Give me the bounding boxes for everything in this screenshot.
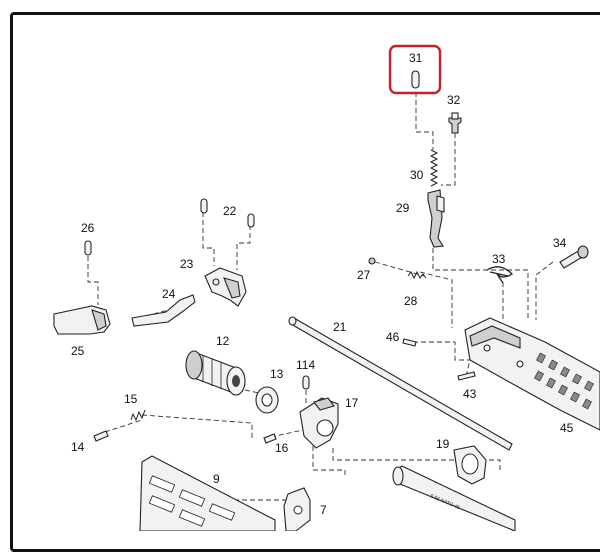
- part-29-lever[interactable]: [427, 189, 445, 248]
- label-22: 22: [223, 204, 237, 218]
- part-34-pin[interactable]: [559, 245, 589, 269]
- part-43-pin[interactable]: [457, 371, 476, 381]
- label-17: 17: [345, 396, 359, 410]
- label-32: 32: [447, 93, 461, 107]
- part-31-highlight-box: [388, 44, 442, 95]
- exploded-parts-diagram: 5.56 NATO 45 31 32 30 29 34 33 26 22 23 …: [53, 44, 600, 531]
- part-13-nut[interactable]: [255, 386, 279, 414]
- part-23-housing[interactable]: [204, 267, 247, 307]
- part-14-pin[interactable]: [93, 430, 109, 442]
- part-28-spring[interactable]: [407, 270, 427, 280]
- label-26: 26: [81, 221, 95, 235]
- label-43: 43: [463, 387, 477, 401]
- label-25: 25: [71, 344, 85, 358]
- label-28: 28: [404, 294, 418, 308]
- part-32-plunger[interactable]: [448, 112, 462, 134]
- label-21: 21: [333, 320, 347, 334]
- label-46: 46: [386, 330, 400, 344]
- part-25-grip[interactable]: [53, 305, 111, 335]
- part-22-pins[interactable]: [200, 198, 255, 228]
- label-15: 15: [124, 392, 138, 406]
- part-46-pin[interactable]: [402, 338, 417, 347]
- label-16: 16: [275, 441, 289, 455]
- part-labels: 31 32 30 29 34 33 26 22 23 27 28 24 21 4…: [71, 51, 574, 517]
- part-7-latch[interactable]: [283, 487, 311, 531]
- label-13: 13: [270, 367, 284, 381]
- label-27: 27: [357, 268, 371, 282]
- label-33: 33: [492, 252, 506, 266]
- label-9: 9: [213, 472, 220, 486]
- label-45: 45: [560, 421, 574, 435]
- label-29: 29: [396, 201, 410, 215]
- part-26-pin[interactable]: [84, 240, 92, 256]
- part-16-pin[interactable]: [263, 433, 277, 444]
- part-114-pin[interactable]: [302, 375, 310, 390]
- label-30: 30: [410, 168, 424, 182]
- part-27-pin[interactable]: [368, 257, 376, 265]
- label-7: 7: [320, 503, 327, 517]
- part-21-rod[interactable]: [288, 316, 513, 451]
- part-24-lever[interactable]: [131, 294, 196, 327]
- part-33-clip[interactable]: [486, 266, 514, 284]
- label-31: 31: [409, 51, 423, 65]
- label-19: 19: [436, 437, 450, 451]
- barrel[interactable]: 5.56 NATO 45: [392, 465, 516, 531]
- label-114: 114: [296, 358, 315, 372]
- label-23: 23: [180, 257, 194, 271]
- part-30-spring[interactable]: [429, 149, 439, 187]
- label-12: 12: [216, 334, 230, 348]
- part-15-spring[interactable]: [130, 409, 146, 422]
- part-9-plate[interactable]: [139, 455, 276, 531]
- label-34: 34: [553, 236, 567, 250]
- label-14: 14: [71, 440, 85, 454]
- label-24: 24: [162, 287, 176, 301]
- part-12-flash-hider[interactable]: [185, 350, 246, 396]
- part-19-nut[interactable]: [453, 445, 487, 485]
- part-31-pin[interactable]: [411, 70, 420, 89]
- part-17-gas-block[interactable]: [299, 397, 339, 449]
- part-45-receiver[interactable]: [464, 317, 600, 431]
